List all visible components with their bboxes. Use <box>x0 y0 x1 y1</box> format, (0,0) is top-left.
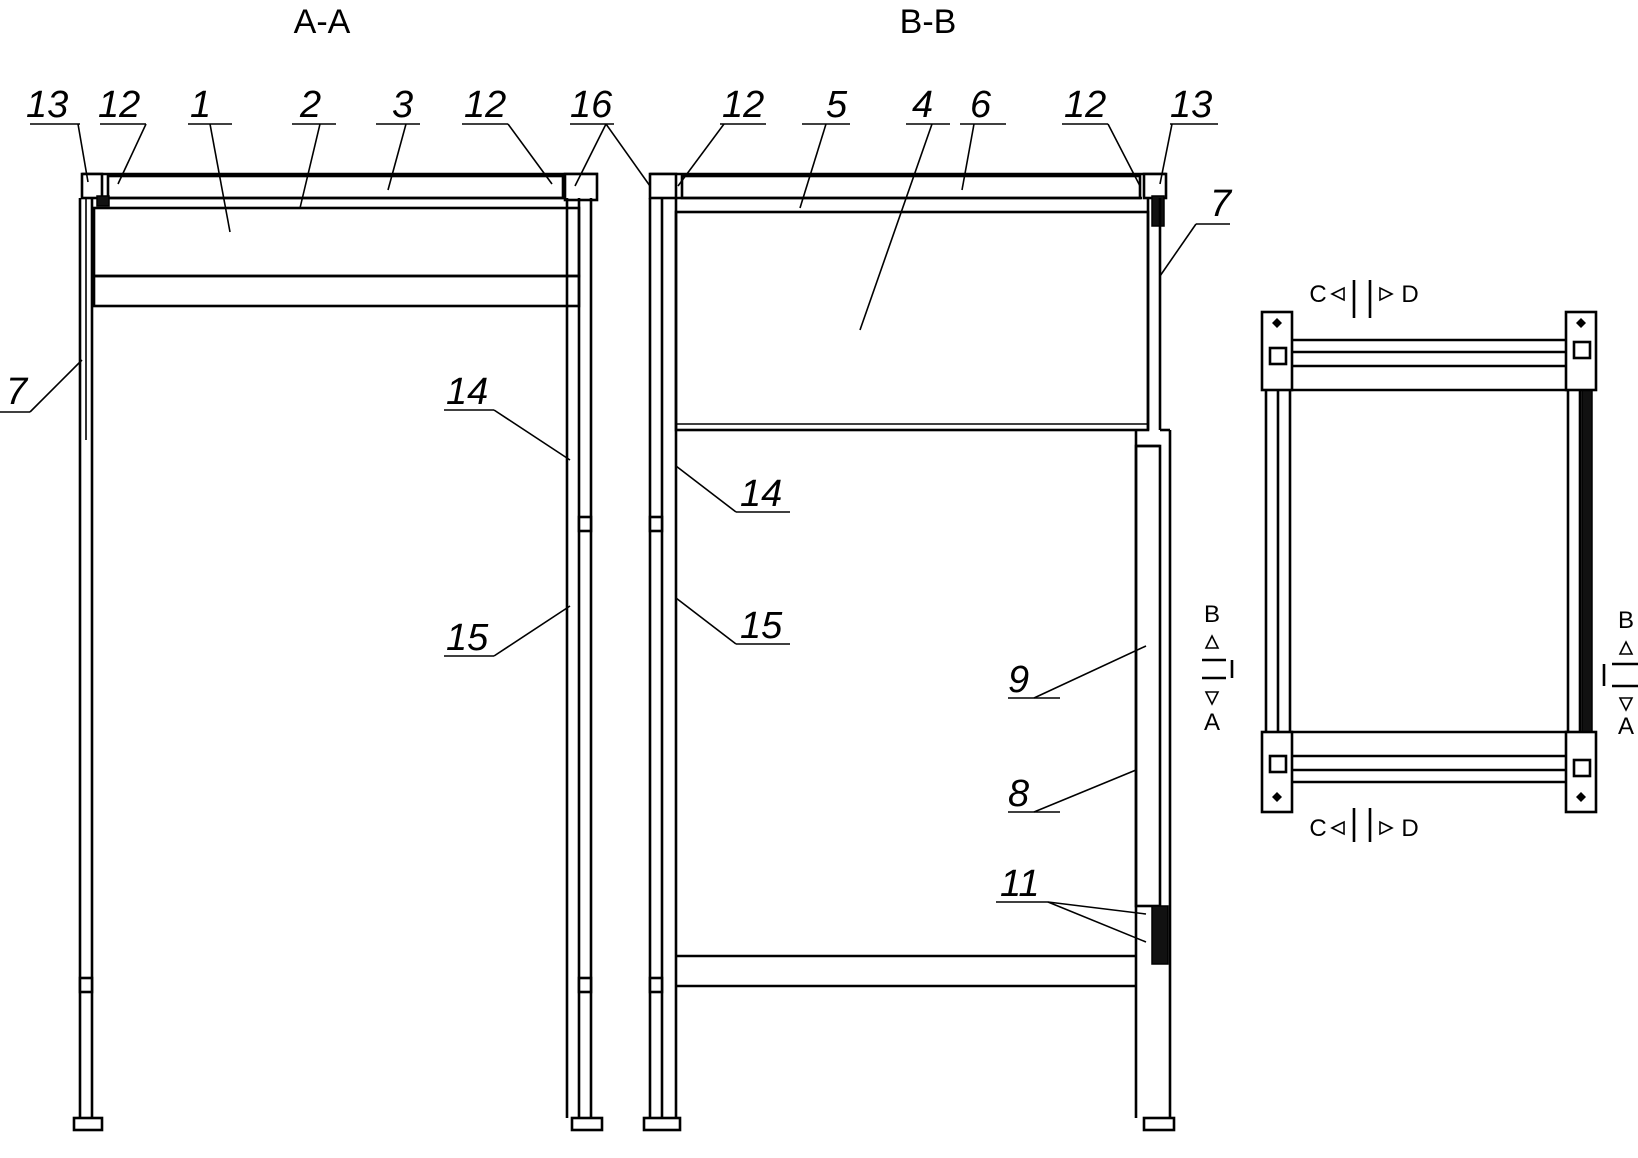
svg-text:A: A <box>1618 713 1634 740</box>
label-aa-14: 14 <box>446 371 488 413</box>
right-column-joint-a <box>577 515 593 533</box>
corner-block-13-bb <box>1142 172 1168 200</box>
bb-left-joint-b <box>648 976 664 994</box>
block-4 <box>674 210 1150 432</box>
plan-corner-bottom-right <box>1564 730 1598 814</box>
label-bb-4: 4 <box>912 84 933 126</box>
svg-text:A: A <box>1204 709 1220 736</box>
section-mark-plan-right: B A <box>1602 607 1638 740</box>
layer-6 <box>680 174 1142 200</box>
plan-right-seal <box>1581 345 1593 777</box>
seal-11 <box>1151 905 1169 965</box>
label-aa-13: 13 <box>26 84 68 126</box>
svg-text:D: D <box>1401 815 1418 842</box>
plan-view: C D C D B A <box>1260 280 1638 842</box>
leaders-bb <box>675 123 1230 943</box>
label-bb-5: 5 <box>826 84 848 126</box>
label-bb-6: 6 <box>970 84 992 126</box>
left-foot <box>72 1116 104 1132</box>
label-aa-1: 1 <box>190 84 211 126</box>
svg-text:B: B <box>1204 601 1220 628</box>
section-mark-bb: B A <box>1202 601 1234 736</box>
section-mark-plan-bottom: C D <box>1309 808 1419 842</box>
plan-corner-top-right <box>1564 310 1598 392</box>
corner-block-right <box>563 172 599 202</box>
label-bb-15: 15 <box>740 605 783 647</box>
label-aa-15: 15 <box>446 617 489 659</box>
corner-block-13 <box>80 172 104 200</box>
view-aa: A-A <box>0 3 651 1132</box>
wall-9 <box>1134 444 1162 908</box>
label-bb-13: 13 <box>1170 84 1212 126</box>
bb-left-joint-a <box>648 515 664 533</box>
slab-1-lower <box>92 274 581 308</box>
corner-block-left-bb <box>648 172 678 200</box>
left-column-joint <box>78 976 94 994</box>
label-aa-12-right: 12 <box>464 84 506 126</box>
plan-corner-top-left <box>1260 310 1294 392</box>
svg-text:B: B <box>1618 607 1634 634</box>
svg-text:C: C <box>1309 815 1326 842</box>
view-title-bb: B-B <box>900 3 957 41</box>
label-aa-12-left: 12 <box>98 84 140 126</box>
corner-seal-bb <box>1151 195 1165 227</box>
right-foot <box>570 1116 604 1132</box>
label-aa-3: 3 <box>392 84 413 126</box>
right-column-joint-b <box>577 976 593 994</box>
layer-3 <box>106 174 565 200</box>
label-aa-16: 16 <box>570 84 613 126</box>
view-title-aa: A-A <box>294 3 351 41</box>
section-mark-plan-top: C D <box>1309 280 1419 318</box>
label-aa-2: 2 <box>299 84 321 126</box>
bb-left-foot <box>642 1116 682 1132</box>
label-bb-14: 14 <box>740 473 782 515</box>
label-bb-7: 7 <box>1210 183 1233 225</box>
label-aa-7: 7 <box>6 371 29 413</box>
label-bb-8: 8 <box>1008 773 1029 815</box>
label-bb-11: 11 <box>1000 863 1039 905</box>
slab-1 <box>92 206 581 278</box>
corner-seal-12 <box>96 195 110 207</box>
label-bb-12-right: 12 <box>1064 84 1106 126</box>
view-bb: B-B <box>642 3 1234 1132</box>
leaders-aa <box>0 123 651 657</box>
svg-text:C: C <box>1309 281 1326 308</box>
bb-right-foot <box>1142 1116 1176 1132</box>
label-bb-12-left: 12 <box>722 84 764 126</box>
label-bb-9: 9 <box>1008 659 1029 701</box>
svg-text:D: D <box>1401 281 1418 308</box>
plan-corner-bottom-left <box>1260 730 1294 814</box>
